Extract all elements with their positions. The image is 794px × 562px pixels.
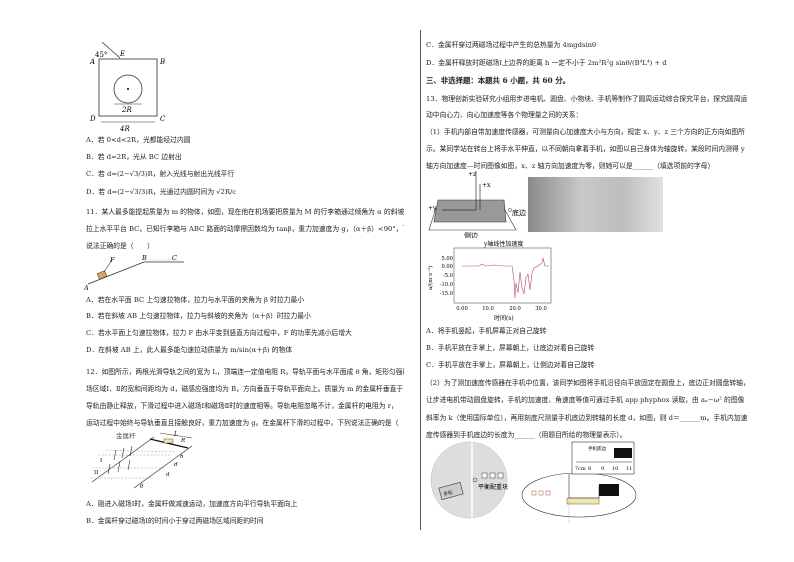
q13-part2-1: （2）为了测加速度传感器在手机中位置，该同学如图将手机沿径向平放固定在圆盘上，底…: [426, 379, 750, 387]
q13-option-b: B．手机平放在手掌上，屏幕朝上，让底边对着自己旋转: [426, 344, 595, 352]
svg-text:4R: 4R: [119, 125, 130, 133]
y-axis-label: a/(m·s⁻²): [427, 266, 434, 290]
student-photo: [528, 177, 663, 232]
svg-text:d: d: [174, 462, 178, 468]
svg-text:L: L: [173, 431, 178, 438]
acceleration-chart: y轴线性加速度 a/(m·s⁻²) 5.00 0.00 -5.0 -10.0 -…: [427, 240, 552, 322]
x-tick: 30.0: [535, 306, 547, 312]
svg-text:侧边: 侧边: [464, 231, 478, 238]
svg-text:+y: +y: [428, 205, 437, 212]
q11-option-a: A．若在水平面 BC 上匀速拉物体，拉力与水平面的夹角为 β 时拉力最小: [86, 296, 305, 304]
q11-stem-2: 拉上水平平台 BC，已知行李箱与 ABC 路面的动摩擦因数均为 tanβ，重力加…: [86, 225, 404, 233]
q13-part2-3: 斜率为 k（使用国际单位），再用刻度尺测量手机底边到转轴的长度 d，如图，则 d…: [426, 414, 748, 422]
svg-text:9: 9: [601, 466, 604, 472]
svg-text:手机: 手机: [443, 489, 454, 498]
y-tick: 0.00: [441, 264, 453, 270]
svg-text:h: h: [180, 454, 184, 460]
q12-option-d: D．金属杆释放时距磁场Ⅰ上边界的距离 h 一定不小于 2m²R²g sinθ/(…: [426, 59, 667, 67]
y-tick: -10.0: [440, 282, 453, 288]
svg-text:2R: 2R: [121, 106, 132, 114]
svg-text:A: A: [89, 58, 95, 66]
q13-stem-1: 13．物理创新实验研究小组用步进电机、圆盘、小物块、手机等制作了圆周运动综合探究…: [426, 95, 748, 103]
svg-text:A: A: [84, 284, 89, 290]
q10-option-a: A．若 0<d<2R，光都能经过内圆: [86, 136, 191, 144]
svg-text:F: F: [109, 256, 115, 264]
svg-text:7cm: 7cm: [575, 466, 586, 472]
q12-option-b: B．金属杆穿过磁场Ⅰ的时间小于穿过两磁场区域间距的时间: [86, 517, 264, 525]
svg-text:8: 8: [588, 466, 591, 472]
y-tick: -15.0: [440, 291, 453, 297]
svg-text:I: I: [100, 458, 102, 464]
svg-text:R: R: [180, 438, 185, 444]
svg-text:10: 10: [612, 466, 618, 472]
q13-part2-4: 度传感器到手机底边的长度为______（用题目所给的物理量表示）。: [426, 431, 627, 439]
svg-text:B: B: [141, 254, 147, 262]
disc-ruler-figure: 手机 平衡配重块 手机底边 7cm 8 9 10 11: [430, 441, 637, 524]
svg-text:底边: 底边: [512, 208, 526, 217]
q10-option-b: B．若 d=2R，光从 BC 边射出: [86, 153, 182, 161]
series-line: [462, 257, 549, 299]
svg-text:B: B: [159, 58, 165, 66]
q10-option-d: D．若 d=(2−√3/3)R，光通过内圆时间为 √2R/c: [86, 188, 237, 196]
section-heading: 三、非选择题：本题共 6 小题，共 60 分。: [426, 76, 570, 85]
q12-option-a: A．刚进入磁场Ⅰ时，金属杆做减速运动，加速度方向平行导轨平面向上: [86, 500, 298, 508]
svg-text:平衡配重块: 平衡配重块: [478, 483, 508, 491]
x-tick: 0.00: [456, 306, 468, 312]
svg-text:11: 11: [626, 466, 632, 472]
q13-stem-3: （1）手机内部自带加速度传感器，可测量向心加速度大小与方向，规定 x、y、z 三…: [426, 128, 745, 136]
svg-text:E: E: [119, 50, 125, 58]
column-divider: [420, 30, 421, 530]
svg-text:手机底边: 手机底边: [588, 445, 606, 452]
svg-text:D: D: [89, 115, 96, 123]
q13-part2-2: 让步进电机带动圆盘旋转，手机的加速度、角速度等值可通过手机 app phypho…: [426, 396, 745, 404]
x-axis-label: 时间(s): [494, 314, 514, 322]
x-tick: 10.0: [482, 306, 494, 312]
y-tick: -5.0: [443, 273, 453, 279]
x-tick: 20.0: [509, 306, 521, 312]
q12-stem-1: 12．如图所示，两根光滑导轨之间的宽为 L，顶端连一定值电阻 R，导轨平面与水平…: [86, 368, 404, 376]
q13-option-a: A．将手机竖起，手机屏幕正对自己旋转: [426, 327, 547, 335]
svg-text:II: II: [94, 470, 98, 476]
square-prism-figure: 45° E A B D C 2R 4R: [89, 42, 166, 133]
q13-stem-2: 动中向心力、向心加速度等各个物理量之间的关系：: [426, 111, 583, 119]
q10-option-c: C．若 d=(2−√3/3)R，射入光线与射出光线平行: [86, 170, 235, 178]
phone-axes-figure: +z +x +y 底边 侧边: [428, 171, 526, 238]
q11-option-b: B．若在斜坡 AB 上匀速拉物体，拉力与斜坡的夹角为（α＋β）时拉力最小: [86, 312, 311, 320]
q13-stem-4: 示。某同学站在转台上将手水平伸直，以不同朝向拿着手机，如图以自己身体为轴旋转，某…: [426, 145, 745, 153]
q13-option-c: C．手机平放在手掌上，屏幕朝上，让侧边对着自己旋转: [426, 361, 595, 369]
q13-stem-5: 轴方向加速度—时间图像如图，x、z 轴方向加速度为零，则她可以是______（填…: [426, 162, 715, 170]
q11-stem-3: 说法正确的是（ ）: [86, 242, 154, 250]
svg-text:+x: +x: [482, 182, 491, 189]
svg-text:C: C: [160, 115, 166, 123]
rails-figure: 金属杆 L R h d d I II θ: [90, 431, 193, 490]
svg-text:θ: θ: [140, 484, 144, 490]
q11-option-d: D．在斜坡 AB 上，此人最多能匀速拉动质量为 m/sin(α＋β) 的物体: [86, 346, 293, 354]
q11-stem-1: 11．某人最多能提起质量为 m 的物体，如图，现在他在机场要把质量为 M 的行李…: [86, 208, 404, 216]
chart-title: y轴线性加速度: [483, 240, 523, 248]
q12-stem-3: 导轨由静止释放，下滑过程中进入磁场Ⅰ和磁场Ⅱ时的速度相等。导轨电阻忽略不计，金属…: [86, 402, 398, 410]
q12-option-c: C．金属杆穿过两磁场过程中产生的总热量为 4mgdsinθ: [426, 41, 597, 49]
slope-figure: F A B C: [84, 254, 184, 290]
svg-text:+z: +z: [468, 171, 476, 178]
angle-label: 45°: [95, 51, 107, 59]
y-tick: 5.00: [441, 256, 453, 262]
q11-option-c: C．若水平面上匀速拉物体，拉力 F 由水平变到竖直方向过程中，F 的功率先减小后…: [86, 329, 352, 337]
q12-stem-2: 场区域Ⅰ、Ⅱ的宽和间距均为 d，磁感应强度均为 B，方向垂直于导轨平面向上。质量…: [86, 385, 404, 393]
q12-stem-4: 运动过程中始终与导轨垂直且接触良好，重力加速度为 g。在金属杆下滑的过程中，下列…: [86, 419, 404, 427]
svg-text:金属杆: 金属杆: [116, 431, 136, 440]
svg-text:C: C: [172, 254, 177, 262]
svg-text:d: d: [166, 472, 170, 478]
